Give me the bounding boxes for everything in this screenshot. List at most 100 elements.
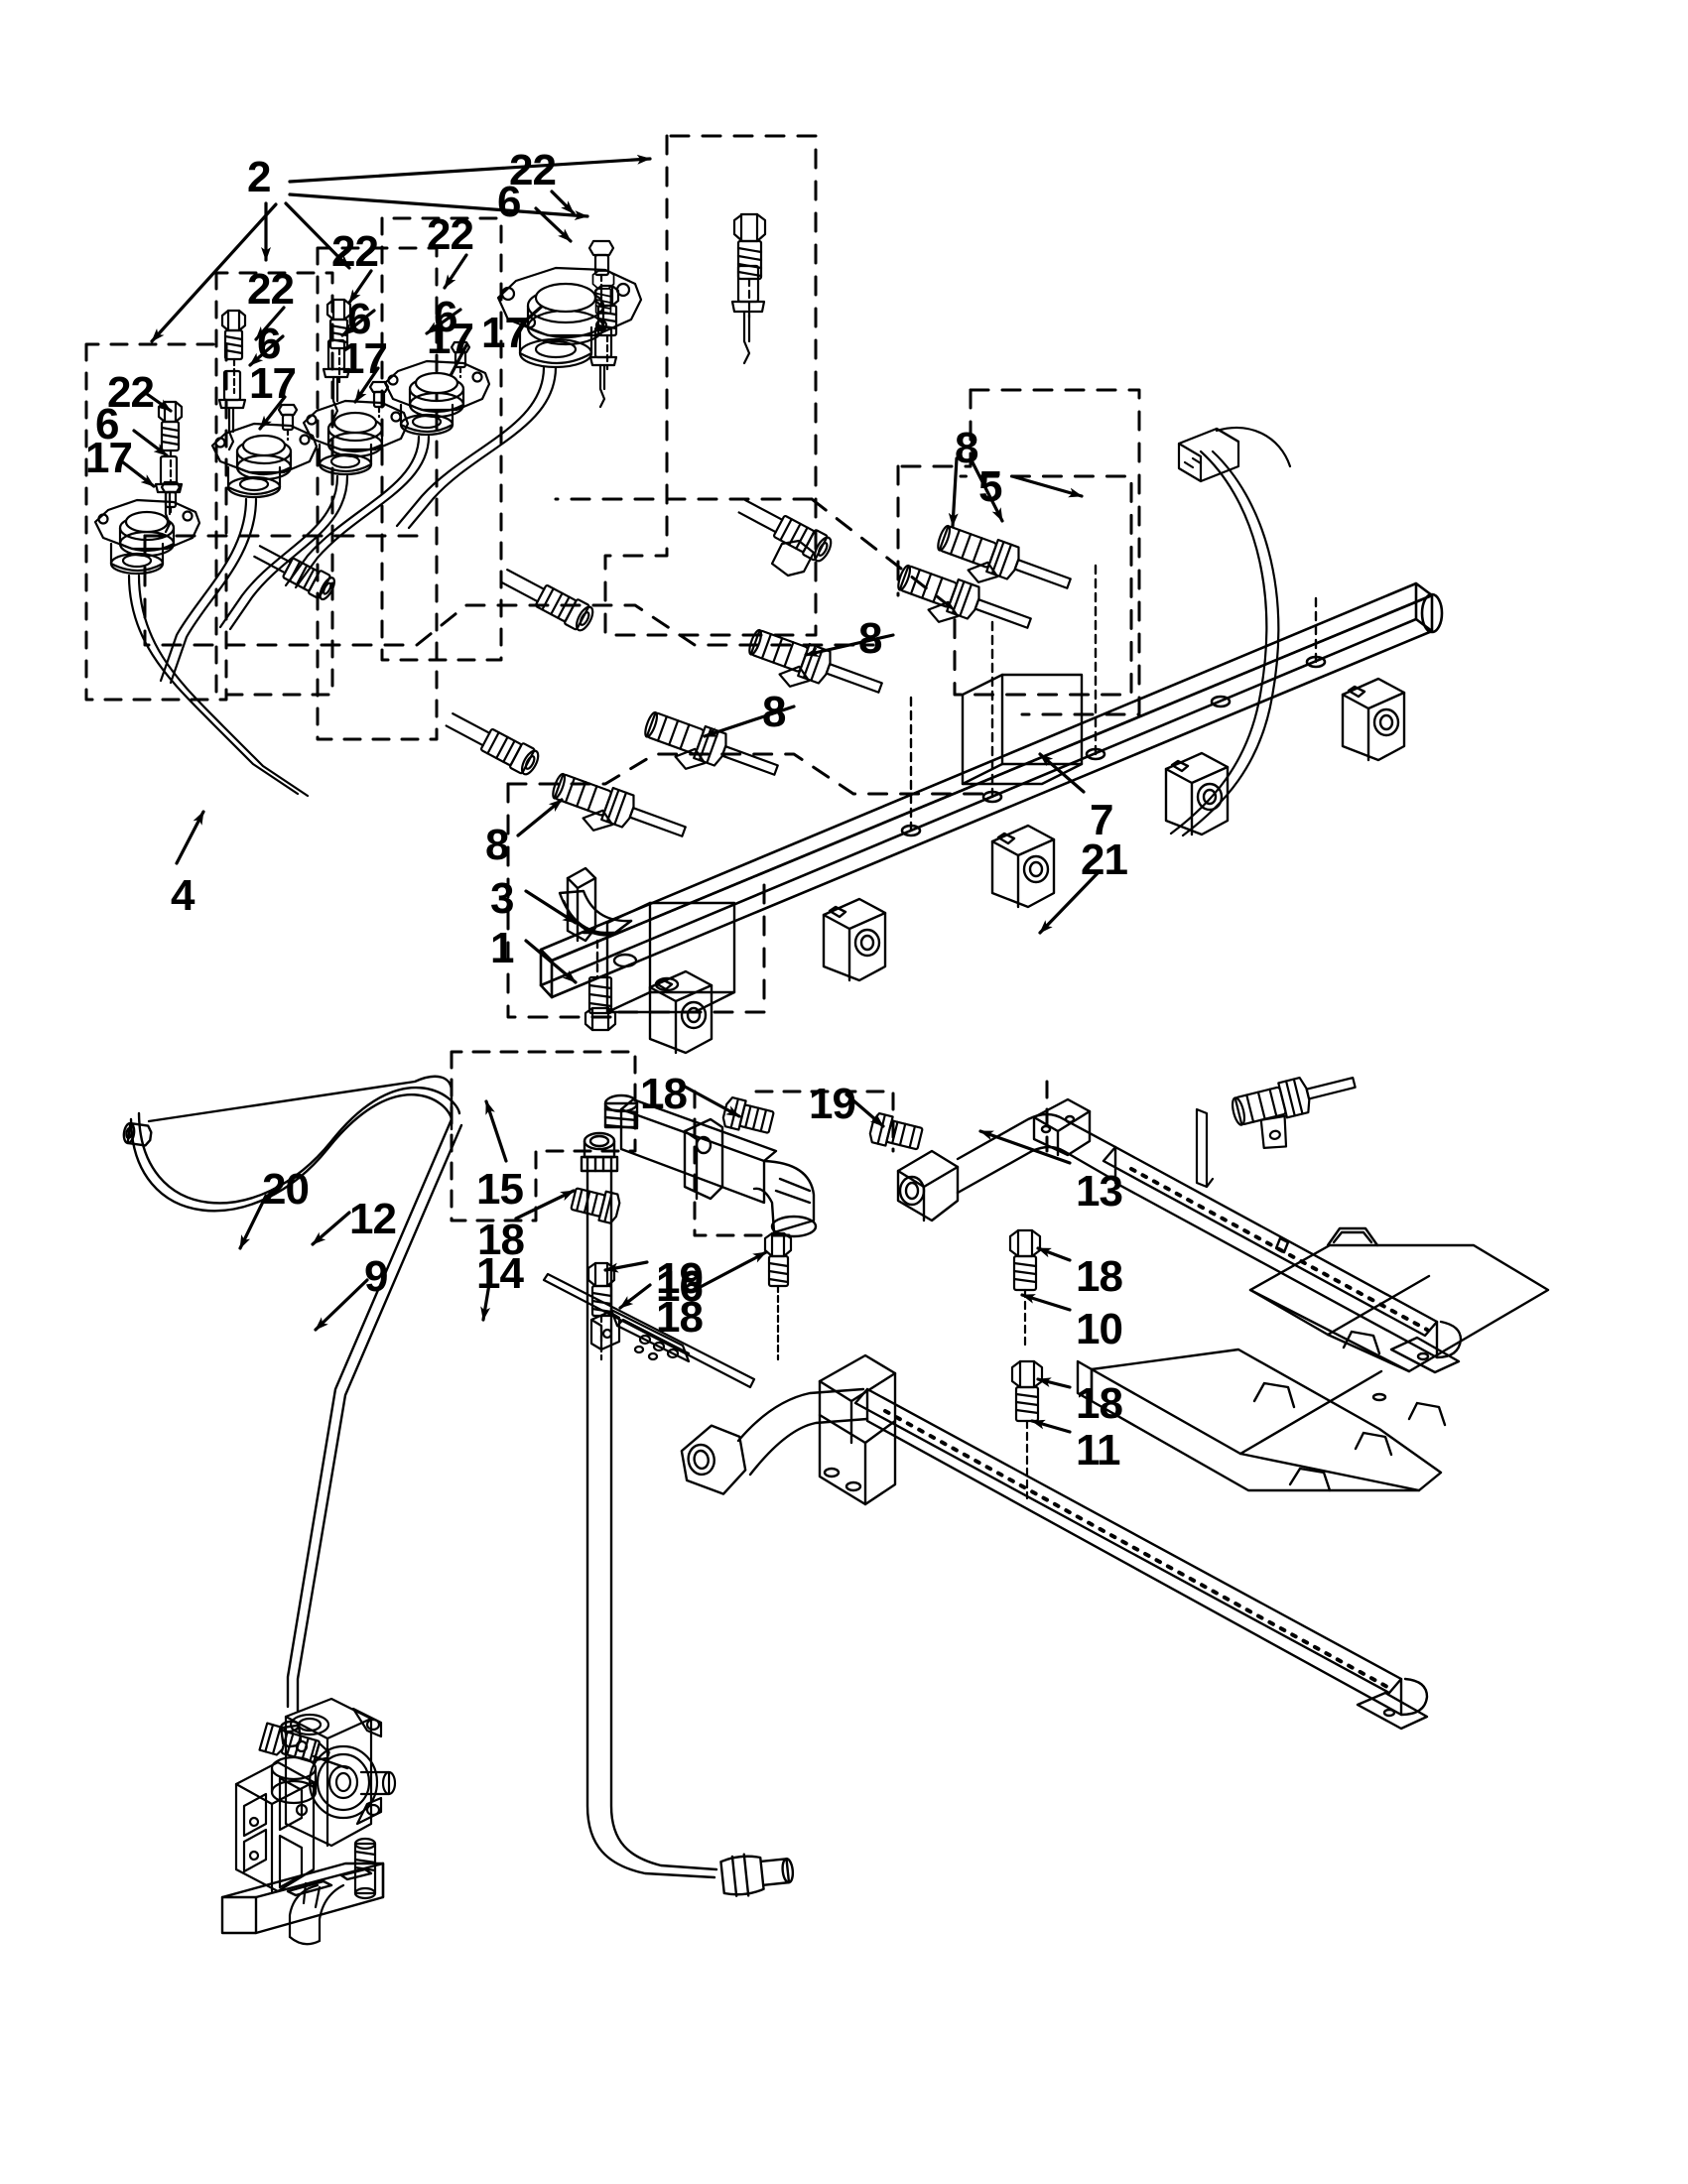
hex-screw-18e [1010,1359,1044,1500]
group-box-manifold-body [143,534,875,647]
callout-17a: 17 [481,309,529,357]
broil-orifice-13 [1195,1076,1357,1189]
group-box-valve-1 [84,342,228,702]
hex-screw-18a [570,1187,621,1224]
valve-screw-3 [325,298,352,384]
group-box-bake-burner [693,1090,895,1237]
manifold-pipe-7 [539,564,1444,999]
leader-22c [347,269,373,305]
valve-tube-4a [284,435,421,587]
leader-22a [550,190,576,215]
leader-22d [254,306,286,341]
leader-2-e [284,201,351,270]
manifold-front-bracket [605,901,736,1014]
valve-body-4 [383,340,491,437]
valve-body-2 [210,403,319,499]
leader-6e [132,429,169,457]
valve-body-1 [93,480,201,576]
leader-22e [145,392,173,413]
valve-body-3 [302,380,410,476]
leader-8b [804,633,895,657]
callout-2: 2 [247,153,272,201]
hex-screw-18d [1008,1228,1042,1348]
leader-6d [248,334,285,367]
leader-12 [311,1211,351,1246]
leader-18a [514,1189,576,1220]
callout-13: 13 [1076,1167,1123,1216]
igniter-electrode-6e [730,264,766,365]
manifold-rear-bracket [961,673,1084,786]
leader-6b [425,308,462,335]
heat-deflector-21 [1076,1226,1550,1492]
callout-8c: 8 [762,688,787,736]
igniter-harness-5 [1169,426,1292,837]
valve-tube-3a [218,474,339,629]
callout-18e: 18 [1076,1379,1123,1428]
callout-22a: 22 [509,146,557,194]
callout-18a: 18 [477,1216,525,1264]
regulator-screw-20 [258,1722,349,1770]
callout-18d: 18 [1076,1252,1123,1301]
leader-10 [1020,1293,1072,1312]
valve-tube-5a [395,365,546,528]
callout-6e: 6 [95,400,120,449]
group-box-valve-4 [380,216,503,662]
leader-14 [480,1276,492,1322]
valve-tube-1b [137,574,310,798]
bake-burner-11 [680,1353,1429,1731]
group-box-manifold [554,474,1133,697]
group-box-valve-5 [603,134,818,637]
callout-6c: 6 [347,295,372,343]
hex-screw-19a [868,1111,924,1151]
callout-14: 14 [476,1249,524,1298]
valve-screw-1 [157,400,184,484]
group-box-valve-2 [214,271,334,697]
group-box-oven-valve [450,1050,637,1222]
leader-18e [1036,1377,1072,1389]
callout-8a: 8 [955,424,979,472]
manifold-clips [648,677,1406,1055]
valve-electrode-4 [588,325,618,409]
leader-5 [1010,474,1084,498]
leader-22b [443,253,468,290]
hex-screw-18c [763,1231,793,1361]
callout-19b: 19 [656,1254,704,1303]
orifice-holders [552,524,1072,837]
leader-9 [314,1278,369,1332]
valve-tube-3b [228,474,349,631]
callout-20: 20 [262,1165,310,1214]
leader-8a-1 [948,456,959,528]
leader-15 [484,1099,508,1163]
leader-8d [516,798,564,837]
regulator-tube-4 [122,1075,463,1748]
leader-8a-2 [969,456,1004,523]
leader-2-b [288,193,589,221]
tube-fitting-5 [770,539,816,578]
leader-18c [693,1250,768,1292]
valve-assembly-1 [93,400,310,798]
leader-2-a [288,154,652,184]
leader-18d [1036,1246,1072,1262]
leader-11 [1030,1419,1072,1434]
callout-3: 3 [490,874,515,923]
mounting-screw-1 [584,975,617,1032]
pressure-regulator-12 [234,1697,397,1946]
igniter-screw-22e [732,212,767,320]
callout-1: 1 [490,924,515,972]
supply-tube-top-fitting [580,1131,619,1173]
callout-17e: 17 [85,434,133,482]
valve-tube-5b [407,365,558,530]
callout-12: 12 [349,1195,397,1243]
bake-igniter-mount-16 [542,1272,756,1389]
leader-6a [534,206,573,243]
callout-10: 10 [1076,1305,1123,1353]
leader-19a [844,1092,885,1128]
callout-17b: 17 [427,315,474,363]
valve-bracket-clip-3 [558,866,633,979]
leader-18b [683,1085,741,1118]
regulator-bracket-9 [220,1862,385,1935]
callout-11: 11 [1076,1426,1121,1475]
callout-21: 21 [1081,835,1128,884]
valve-assembly-3 [218,298,410,631]
callout-6b: 6 [434,293,458,341]
